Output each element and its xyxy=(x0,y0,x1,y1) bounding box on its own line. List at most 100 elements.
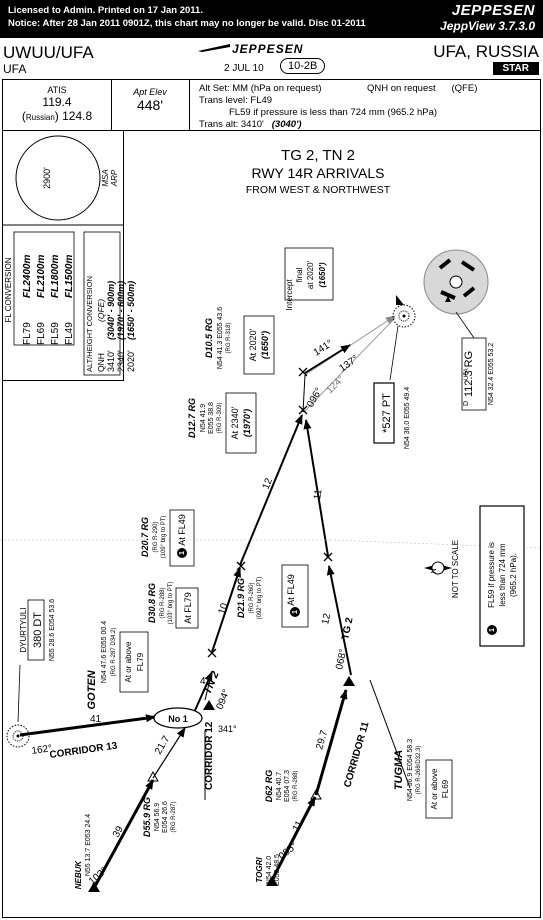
svg-text:124°: 124° xyxy=(324,374,346,396)
trans-level: Trans level: FL49 xyxy=(199,95,273,106)
fl-conversion-table: FL CONVERSION FL79 FL2400m FL69 FL2100m … xyxy=(4,231,75,346)
svg-text:(1650'): (1650') xyxy=(260,331,270,359)
fix-d105-labels: D10.5 RG N54 41.3 E055 43.6 (RG R-318) A… xyxy=(204,307,275,375)
svg-text:D: D xyxy=(463,401,470,406)
track-341 xyxy=(204,679,211,701)
tugma-leader xyxy=(369,679,411,789)
svg-text:10: 10 xyxy=(216,601,230,616)
fix-goten-labels: GOTEN N54 47.6 E055 00.4 (RG R-287 D34.2… xyxy=(86,621,149,710)
svg-text:N54 36.0 E055 49.4: N54 36.0 E055 49.4 xyxy=(404,387,411,449)
alt-conversion-qfe: (QFE) xyxy=(96,299,106,322)
svg-text:final: final xyxy=(295,267,304,282)
fix-d127 xyxy=(298,405,308,415)
svg-text:at 2020': at 2020' xyxy=(306,260,315,289)
airport-name: UFA, RUSSIA xyxy=(433,42,539,61)
fl-row: FL69 xyxy=(36,322,47,345)
svg-text:29.7: 29.7 xyxy=(314,729,330,751)
fix-tugma-triangle xyxy=(343,676,355,686)
svg-text:At FL79: At FL79 xyxy=(183,592,193,624)
fix-d559-triangle xyxy=(147,770,159,782)
license-line: Licensed to Admin. Printed on 17 Jan 201… xyxy=(8,5,203,16)
fix-d308 xyxy=(207,648,217,658)
svg-text:11: 11 xyxy=(312,488,325,500)
navaid-dyurtyuli-labels: DYURTYULI 380 DT N55 28.6 E054 53.6 xyxy=(17,599,56,723)
track-124-grey xyxy=(303,317,396,413)
fix-nebuk-triangle xyxy=(88,882,100,892)
atis-russian: (Russian) 124.8 xyxy=(21,109,93,123)
svg-text:380 DT: 380 DT xyxy=(32,612,44,648)
chart-header: UWUU/UFA UFA JEPPESEN 2 JUL 10 10-2B UFA… xyxy=(0,38,543,78)
alt-row: 2020' xyxy=(126,350,136,372)
fl-conversion-rows: FL79 FL2400m FL69 FL2100m FL59 FL1800m F… xyxy=(22,255,75,345)
corridor-13-label: CORRIDOR 13 xyxy=(49,741,119,761)
vor-ufa-icon xyxy=(423,249,489,315)
corridor-13-track xyxy=(19,714,156,737)
svg-text:096°: 096° xyxy=(305,386,325,409)
svg-text:(RG R-318): (RG R-318) xyxy=(226,322,232,353)
track-togri xyxy=(270,796,317,881)
notice-line: Notice: After 28 Jan 2011 0901Z, this ch… xyxy=(8,18,366,29)
svg-text:068°: 068° xyxy=(334,648,349,671)
fl59-note: FL59 if pressure is less than 724 mm (96… xyxy=(229,107,438,118)
svg-text:less than 724 mm: less than 724 mm xyxy=(498,543,507,606)
svg-text:(1650'): (1650') xyxy=(318,262,327,287)
chart-date: 2 JUL 10 xyxy=(224,63,264,74)
svg-text:N54 32.4 E055 53.2: N54 32.4 E055 53.2 xyxy=(488,343,495,405)
fl59-note-box: 1 FL59 if pressure is less than 724 mm (… xyxy=(479,505,525,647)
svg-text:D21.9 RG: D21.9 RG xyxy=(236,578,246,618)
fl-row: FL59 xyxy=(50,322,61,345)
fix-d207 xyxy=(236,561,246,571)
fl-row: FL79 xyxy=(22,322,33,345)
track-141 xyxy=(304,344,351,374)
svg-text:GOTEN: GOTEN xyxy=(86,669,98,709)
apt-elev-value: 448' xyxy=(136,97,164,113)
svg-text:D12.7 RG: D12.7 RG xyxy=(187,398,197,438)
alt-row: 3410' xyxy=(106,350,116,372)
north-arrow-icon: N xyxy=(424,561,452,575)
fix-tugma-labels: TUGMA N54 36.9 E054 58.3 (RG R-268/D32.3… xyxy=(393,739,453,819)
msa-label: MSA xyxy=(101,169,110,186)
svg-text:(109° brg to PT): (109° brg to PT) xyxy=(161,516,167,559)
chart-frame xyxy=(2,131,541,918)
corridor-11-track xyxy=(314,689,348,796)
svg-text:TOGRI: TOGRI xyxy=(255,857,264,883)
license-banner: Licensed to Admin. Printed on 17 Jan 201… xyxy=(0,0,543,38)
no1-marker xyxy=(153,707,203,729)
svg-text:12: 12 xyxy=(261,476,276,491)
fix-d127-labels: D12.7 RG N54 41.9 E055 38.8 (RG R-309) A… xyxy=(187,392,257,454)
svg-text:(RG R-268/D32.3): (RG R-268/D32.3) xyxy=(416,746,422,795)
svg-text:341°: 341° xyxy=(218,724,237,734)
fl-row-value: FL1800m xyxy=(50,255,61,298)
apt-elev-box: Apt Elev 448' xyxy=(111,80,190,130)
svg-text:N55 28.6 E054 53.6: N55 28.6 E054 53.6 xyxy=(49,599,56,661)
airport-code: UWUU/UFA xyxy=(3,43,94,62)
svg-text:At FL49: At FL49 xyxy=(177,514,187,546)
fix-nebuk-labels: NEBUK N55 13.7 E053 24.4 xyxy=(74,814,92,889)
altimeter-info: Alt Set: MM (hPa on request)QNH on reque… xyxy=(199,83,539,131)
fix-d62-triangle xyxy=(310,788,322,800)
svg-text:(RG R-287 D34.2): (RG R-287 D34.2) xyxy=(111,628,117,677)
svg-text:FL59 if pressure is: FL59 if pressure is xyxy=(487,542,496,608)
fl-conversion-title: FL CONVERSION xyxy=(4,257,13,322)
city-name: UFA xyxy=(3,62,27,76)
alt-conversion-table: ALT/HEIGHT CONVERSION QNH (QFE) 3410' (3… xyxy=(83,231,136,376)
svg-text:N: N xyxy=(431,568,438,573)
svg-text:At or above: At or above xyxy=(430,768,439,809)
track-12 xyxy=(239,414,303,566)
svg-text:(RG R-268): (RG R-268) xyxy=(293,770,299,801)
track-segment xyxy=(302,374,306,413)
svg-text:094°: 094° xyxy=(215,688,233,711)
svg-text:39: 39 xyxy=(111,824,126,839)
svg-text:1: 1 xyxy=(179,551,186,555)
trans-alt: Trans alt: 3410' (3040') xyxy=(199,119,302,130)
alt-conversion-qnh: QNH xyxy=(96,353,106,372)
atis-label: ATIS xyxy=(47,85,67,95)
corridor-12-label: CORRIDOR 12 xyxy=(204,721,215,790)
app-version: JeppView 3.7.3.0 xyxy=(440,19,535,33)
track-10 xyxy=(211,567,241,653)
svg-text:(092° brg to PT): (092° brg to PT) xyxy=(257,577,263,620)
no1-label: No 1 xyxy=(168,714,188,724)
svg-text:(RG R-309): (RG R-309) xyxy=(217,402,223,433)
not-to-scale-label: NOT TO SCALE xyxy=(451,540,460,598)
svg-text:NEBUK: NEBUK xyxy=(74,860,83,890)
